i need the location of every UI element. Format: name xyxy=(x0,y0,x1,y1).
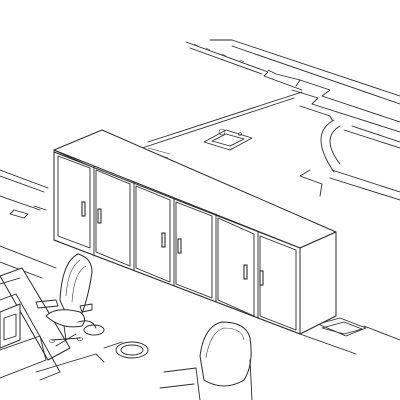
cabinet-end xyxy=(299,231,337,335)
door-handle xyxy=(81,201,86,217)
desk xyxy=(0,267,105,381)
door-handle xyxy=(177,238,182,254)
chair-base-circles xyxy=(83,324,149,359)
office-chair xyxy=(159,321,253,400)
office-chair xyxy=(35,253,97,347)
door-handle xyxy=(259,270,264,286)
door-handle xyxy=(97,208,102,224)
door-handle xyxy=(243,264,248,280)
floor-plan-walls xyxy=(0,39,400,355)
storage-cabinet xyxy=(53,129,337,335)
door-handle xyxy=(161,232,166,248)
sink-outline xyxy=(203,128,253,151)
